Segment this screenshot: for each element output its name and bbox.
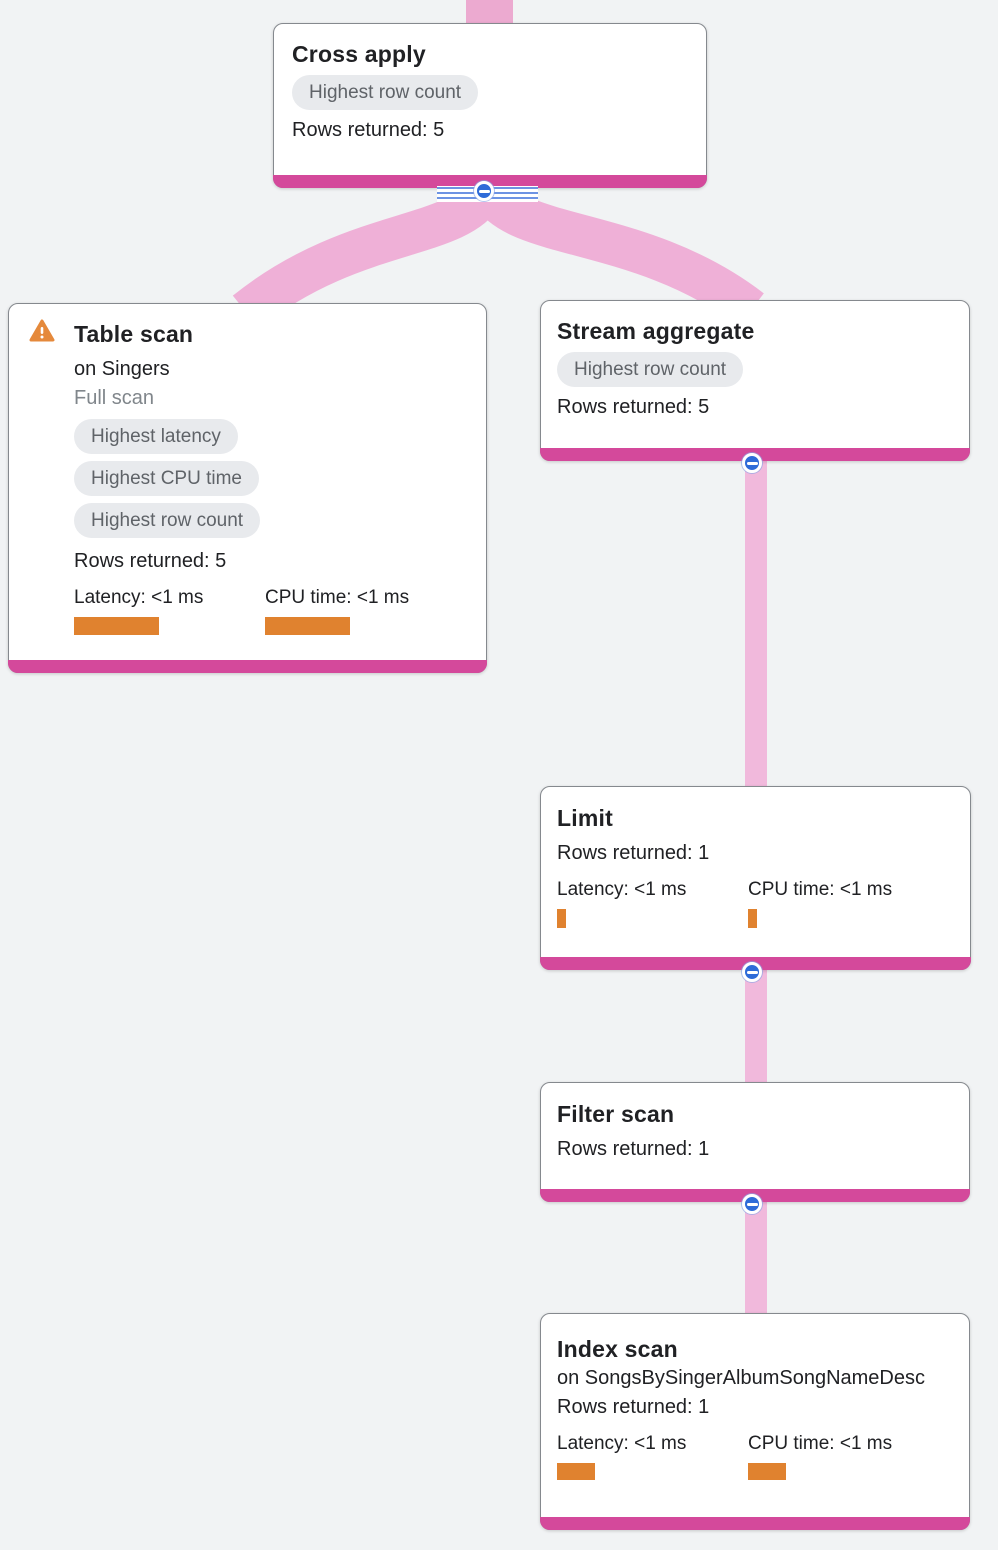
minus-icon [746, 1202, 758, 1206]
badge-highest-row-count: Highest row count [292, 75, 479, 110]
collapse-button-filter-scan[interactable] [742, 1194, 762, 1214]
cpu-time-label: CPU time: <1 ms [748, 879, 893, 900]
rows-returned: Rows returned: 5 [557, 396, 710, 418]
latency-label: Latency: <1 ms [557, 1433, 687, 1454]
node-footer-bar [8, 660, 487, 673]
collapse-button-limit[interactable] [742, 962, 762, 982]
minus-icon [746, 970, 758, 974]
latency-metric: Latency: <1 ms [557, 877, 748, 928]
node-title: Limit [557, 805, 613, 831]
cpu-time-label: CPU time: <1 ms [748, 1433, 893, 1454]
latency-metric: Latency: <1 ms [74, 585, 265, 635]
latency-label: Latency: <1 ms [74, 587, 204, 608]
node-subtitle: on SongsBySingerAlbumSongNameDesc [557, 1367, 925, 1389]
scan-type: Full scan [74, 387, 155, 409]
minus-icon [746, 461, 758, 465]
latency-bar [74, 617, 159, 635]
badge-highest-row-count: Highest row count [74, 503, 261, 538]
edge-cross-apply-to-table-scan [232, 181, 501, 329]
latency-bar [557, 909, 566, 928]
node-title: Table scan [74, 321, 194, 347]
warning-icon [29, 319, 55, 342]
latency-label: Latency: <1 ms [557, 879, 687, 900]
minus-icon [478, 189, 490, 193]
edge-parent-to-cross-apply [466, 0, 513, 26]
rows-returned: Rows returned: 1 [557, 842, 710, 864]
node-index-scan[interactable]: Index scan on SongsBySingerAlbumSongName… [540, 1313, 970, 1530]
edge-limit-to-filter-scan [745, 960, 767, 1090]
rows-returned: Rows returned: 1 [557, 1396, 710, 1418]
edge-cross-apply-to-stream-aggregate [474, 181, 764, 327]
node-title: Cross apply [292, 41, 426, 67]
collapse-button-stream-aggregate[interactable] [742, 453, 762, 473]
cpu-metric: CPU time: <1 ms [748, 1431, 939, 1480]
node-footer-bar [273, 175, 707, 188]
cpu-time-label: CPU time: <1 ms [265, 587, 410, 608]
node-table-scan[interactable]: Table scan on Singers Full scan Highest … [8, 303, 487, 673]
cpu-metric: CPU time: <1 ms [265, 585, 456, 635]
rows-returned: Rows returned: 5 [74, 550, 227, 572]
node-subtitle: on Singers [74, 358, 170, 380]
rows-returned: Rows returned: 5 [292, 119, 445, 141]
badge-highest-row-count: Highest row count [557, 352, 744, 387]
node-filter-scan[interactable]: Filter scan Rows returned: 1 [540, 1082, 970, 1202]
latency-metric: Latency: <1 ms [557, 1431, 748, 1480]
cpu-time-bar [265, 617, 350, 635]
rows-returned: Rows returned: 1 [557, 1138, 710, 1160]
edge-filter-scan-to-index-scan [745, 1196, 767, 1320]
node-cross-apply[interactable]: Cross apply Highest row count Rows retur… [273, 23, 707, 188]
badge-highest-cpu-time: Highest CPU time [74, 461, 259, 496]
badge-highest-latency: Highest latency [74, 419, 238, 454]
collapse-button-cross-apply[interactable] [474, 181, 494, 201]
edge-stream-aggregate-to-limit [745, 455, 767, 790]
node-stream-aggregate[interactable]: Stream aggregate Highest row count Rows … [540, 300, 970, 461]
node-limit[interactable]: Limit Rows returned: 1 Latency: <1 ms CP… [540, 786, 971, 970]
latency-bar [557, 1463, 595, 1480]
node-title: Filter scan [557, 1101, 675, 1127]
node-footer-bar [540, 1517, 970, 1530]
cpu-time-bar [748, 909, 757, 928]
node-title: Stream aggregate [557, 318, 755, 344]
node-title: Index scan [557, 1336, 678, 1362]
cpu-time-bar [748, 1463, 786, 1480]
cpu-metric: CPU time: <1 ms [748, 877, 939, 928]
